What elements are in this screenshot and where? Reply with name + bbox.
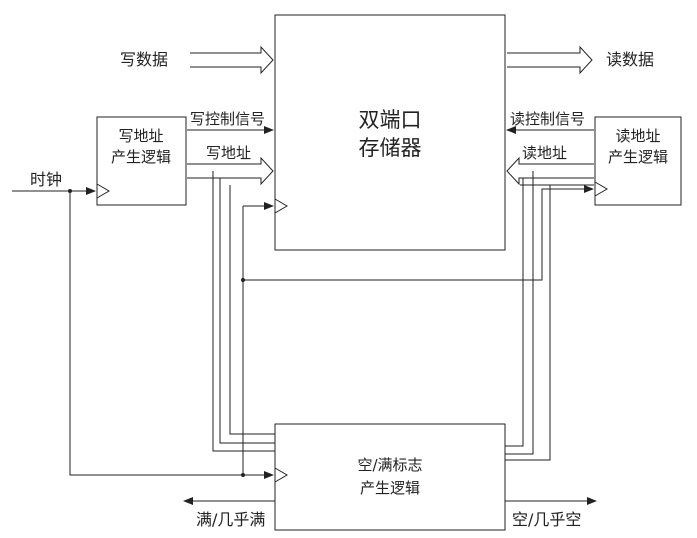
clock-label: 时钟 <box>30 170 62 189</box>
read-address-label: 读地址 <box>522 144 567 162</box>
flag-gen-line1: 空/满标志 <box>357 456 422 474</box>
write-control-label: 写控制信号 <box>190 110 265 128</box>
empty-full-flag-logic-block: 空/满标志 产生逻辑 <box>274 423 506 531</box>
read-addr-gen-line2: 产生逻辑 <box>608 148 668 166</box>
flag-gen-line2: 产生逻辑 <box>360 479 420 497</box>
clock-network <box>12 185 594 479</box>
read-address-logic-block: 读地址 产生逻辑 <box>594 116 682 206</box>
write-data-bus-arrow <box>190 45 274 75</box>
empty-flag-label: 空/几乎空 <box>512 510 581 529</box>
memory-label-line2: 存储器 <box>359 136 422 160</box>
read-control-label: 读控制信号 <box>510 110 585 128</box>
address-feedback-lines <box>212 171 594 461</box>
write-address-label: 写地址 <box>206 144 251 162</box>
write-addr-clock-input-icon <box>96 183 110 199</box>
read-addr-clock-input-icon <box>594 181 608 197</box>
memory-clock-input-icon <box>274 198 288 214</box>
read-data-label: 读数据 <box>606 50 654 69</box>
write-address-bus-arrow <box>187 156 274 186</box>
write-addr-gen-line1: 写地址 <box>118 127 163 145</box>
read-addr-gen-line1: 读地址 <box>615 127 660 145</box>
full-flag-label: 满/几乎满 <box>196 510 265 529</box>
memory-label-line1: 双端口 <box>359 108 422 132</box>
read-data-bus-arrow <box>507 45 593 75</box>
write-data-label: 写数据 <box>120 50 168 69</box>
read-address-bus-arrow <box>506 156 594 186</box>
dual-port-memory-block: 双端口 存储器 <box>274 14 506 251</box>
flag-clock-input-icon <box>274 467 288 483</box>
write-address-logic-block: 写地址 产生逻辑 <box>96 116 187 206</box>
write-addr-gen-line2: 产生逻辑 <box>111 148 171 166</box>
